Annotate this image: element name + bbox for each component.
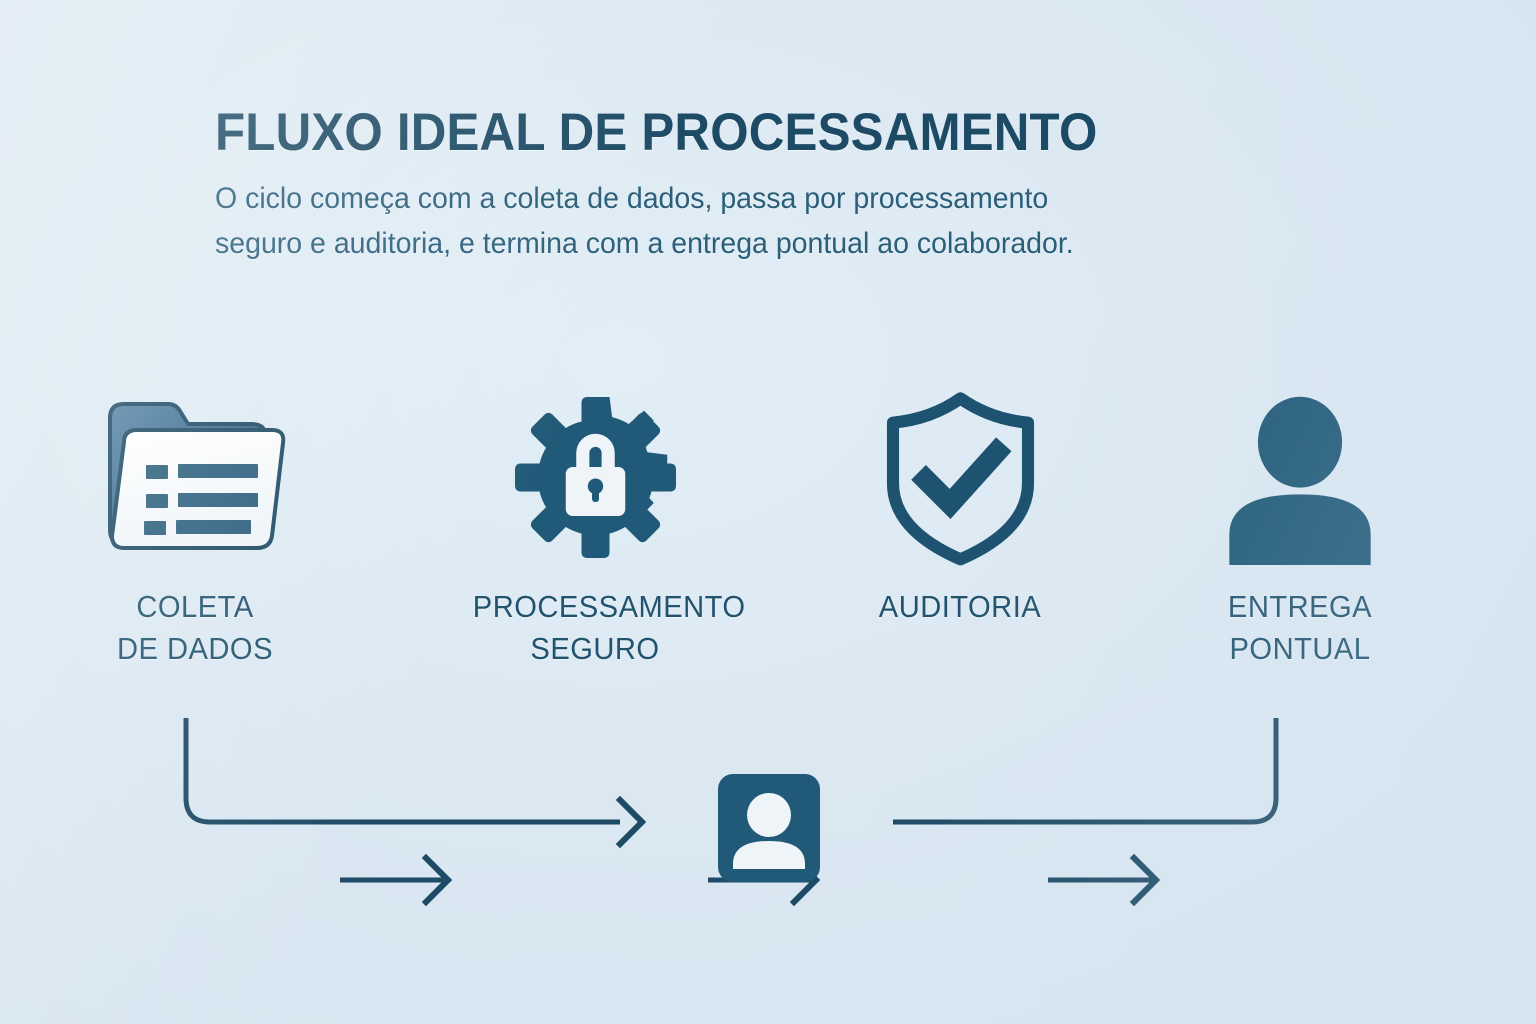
arrow-right-icon	[340, 853, 453, 907]
folder-documents-icon	[108, 402, 286, 550]
flow-step-label-line-2: PONTUAL	[1229, 631, 1371, 666]
page-title: FLUXO IDEAL DE PROCESSAMENTO	[215, 103, 1098, 162]
flow-step-label: ENTREGA PONTUAL	[1178, 586, 1422, 670]
shield-check-icon	[886, 391, 1034, 565]
subtitle-line-2: seguro e auditoria, e termina com a entr…	[215, 227, 1074, 260]
person-icon-wrap	[1170, 385, 1430, 570]
flow-step-label-line-1: COLETA	[136, 589, 254, 624]
flow-step-label: COLETA DE DADOS	[73, 586, 317, 670]
lock-glyph	[565, 433, 625, 516]
gear-lock-icon	[514, 397, 676, 558]
flow-step-auditoria[interactable]: AUDITORIA	[830, 385, 1090, 628]
flow-step-entrega-pontual[interactable]: ENTREGA PONTUAL	[1170, 385, 1430, 670]
flow-step-label-line-1: AUDITORIA	[878, 589, 1042, 624]
flow-step-processamento-seguro[interactable]: PROCESSAMENTO SEGURO	[465, 385, 746, 670]
folder-documents-icon-wrap	[65, 385, 325, 570]
flow-step-label-line-1: ENTREGA	[1227, 589, 1373, 624]
flow-step-label: AUDITORIA	[838, 586, 1082, 628]
person-icon	[1229, 396, 1371, 565]
subtitle-line-1: O ciclo começa com a coleta de dados, pa…	[215, 182, 1049, 215]
loop-connector-icon	[183, 718, 1279, 849]
gear-lock-icon-wrap	[465, 385, 725, 570]
shield-check-icon-wrap	[830, 385, 1090, 570]
process-flow: COLETA DE DADOS	[0, 385, 1536, 907]
arrow-right-icon	[1048, 853, 1161, 907]
flow-step-label: PROCESSAMENTO SEGURO	[472, 586, 746, 670]
flow-step-label-line-1: PROCESSAMENTO	[472, 589, 746, 624]
flow-step-coleta-de-dados[interactable]: COLETA DE DADOS	[65, 385, 325, 670]
page-subtitle: O ciclo começa com a coleta de dados, pa…	[215, 176, 1336, 266]
employee-badge-icon[interactable]	[716, 772, 822, 884]
flow-step-label-line-2: DE DADOS	[117, 631, 273, 666]
flow-step-label-line-2: SEGURO	[530, 631, 660, 666]
header: FLUXO IDEAL DE PROCESSAMENTO O ciclo com…	[215, 104, 1395, 266]
